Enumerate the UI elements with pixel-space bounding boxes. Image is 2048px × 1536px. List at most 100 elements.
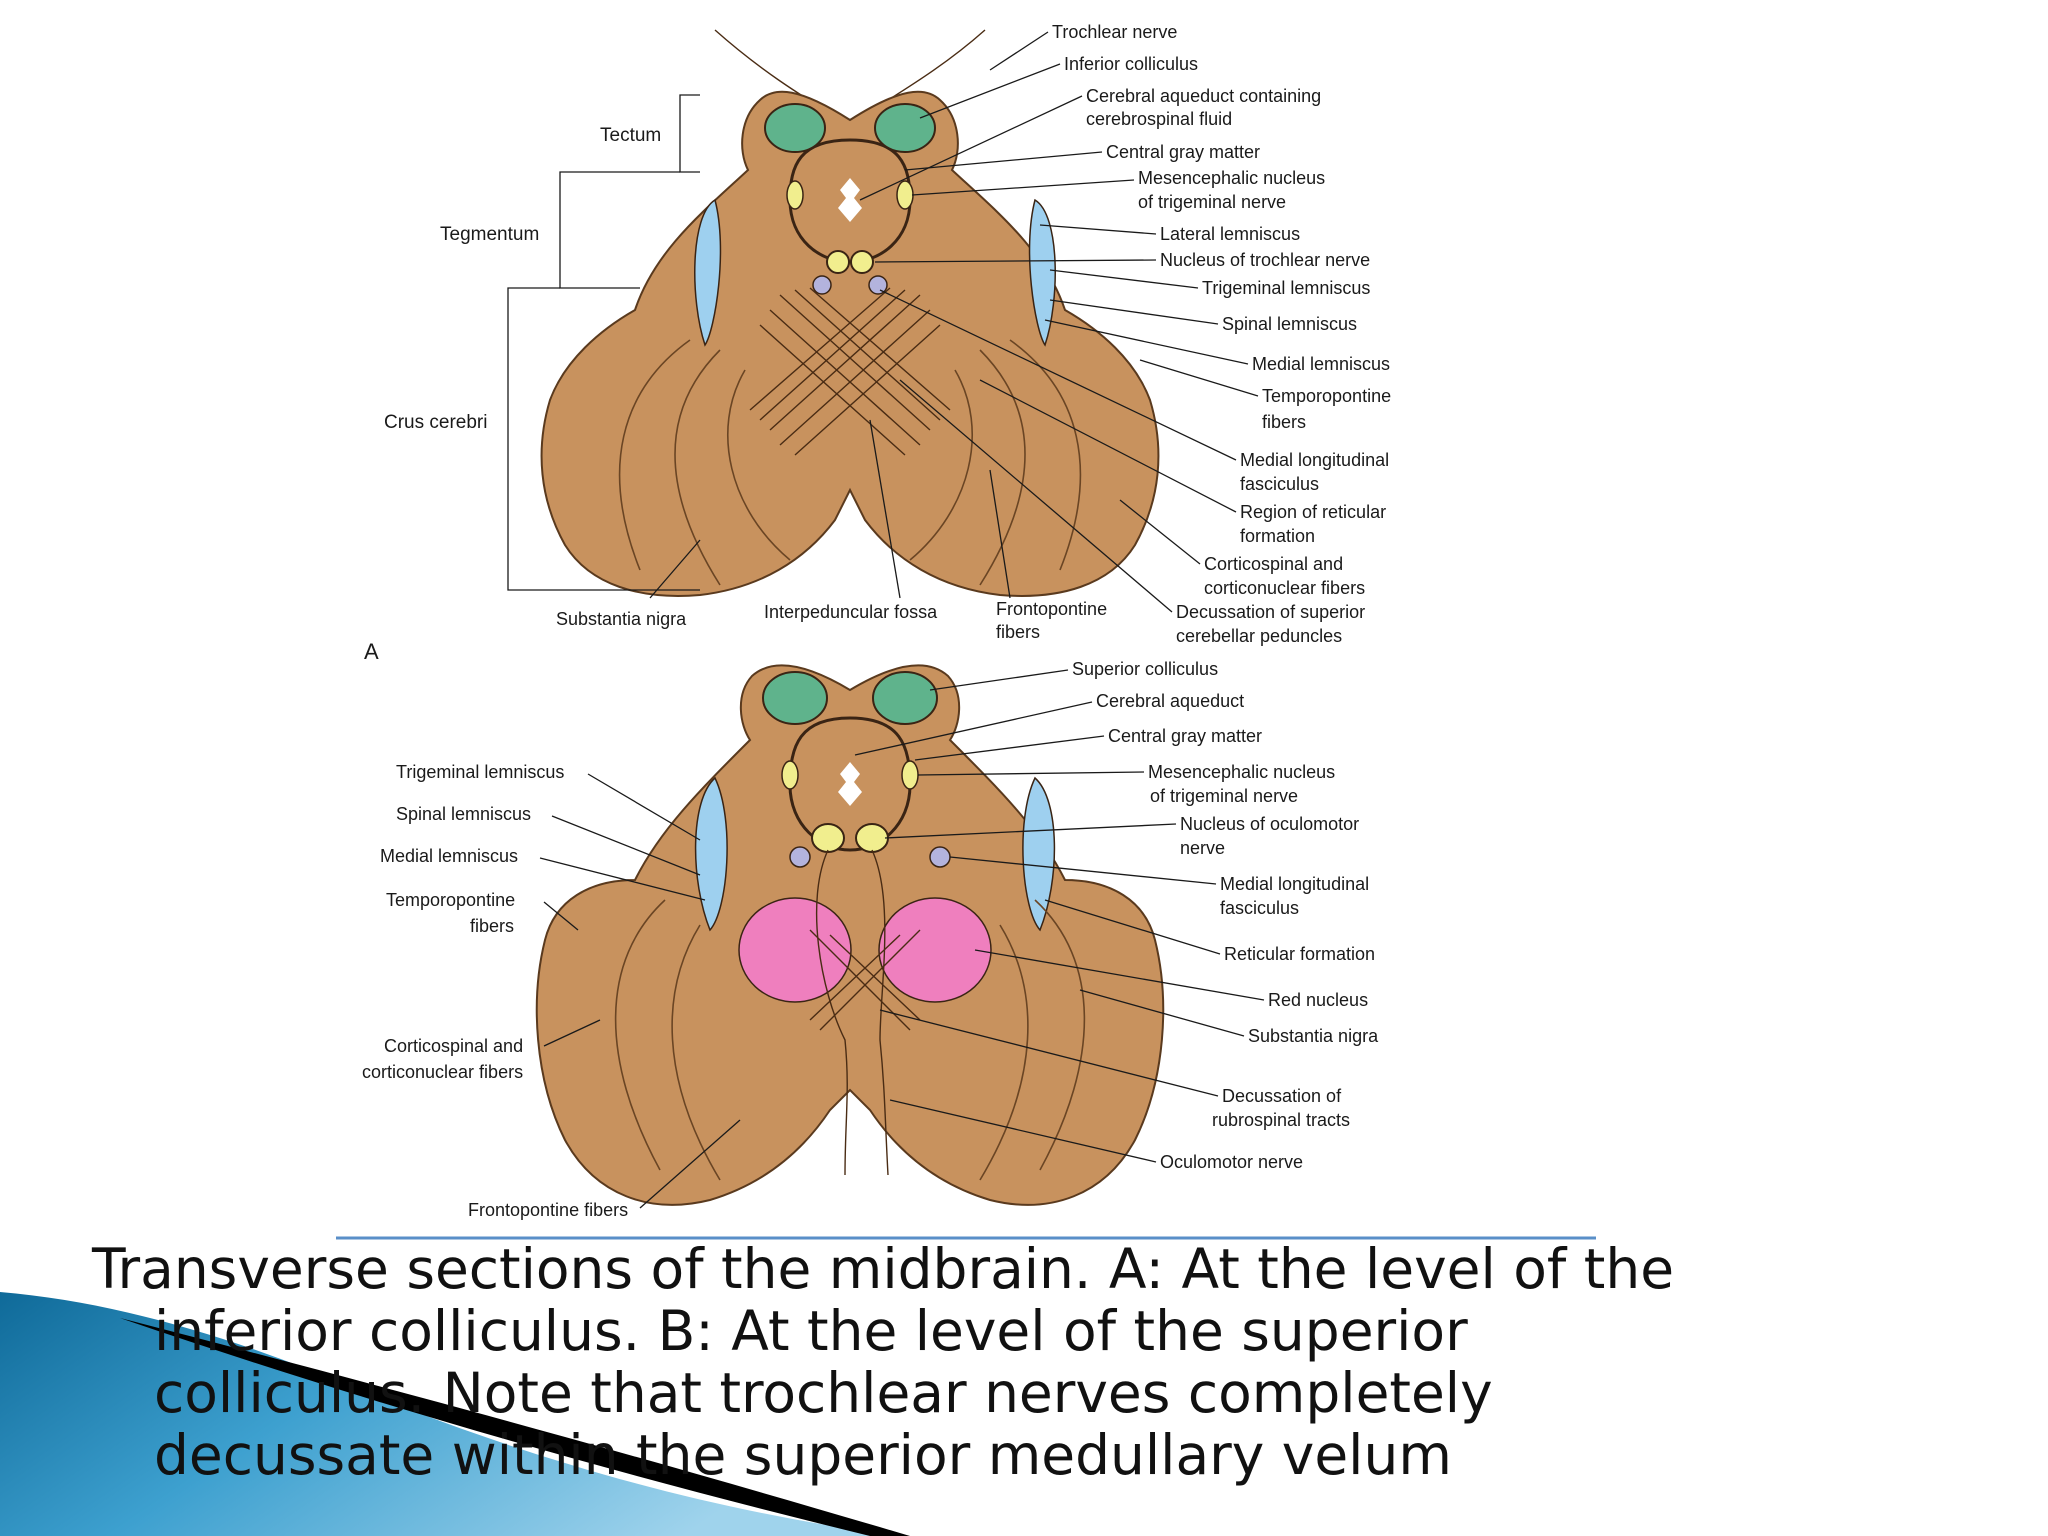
panel-b-left-leader-lines — [539, 773, 741, 1209]
label-b-decussation-1: Decussation of — [1222, 1086, 1342, 1106]
label-a-temporopontine-1: Temporopontine — [1262, 386, 1391, 406]
lemniscus-left-b — [694, 776, 728, 932]
caption-line-3: colliculus. Note that trochlear nerves c… — [154, 1361, 1493, 1425]
midbrain-section-a — [540, 90, 1160, 597]
label-b-cerebral-aqueduct: Cerebral aqueduct — [1096, 691, 1244, 711]
label-a-trigeminal-lemniscus: Trigeminal lemniscus — [1202, 278, 1370, 298]
label-a-reticular-1: Region of reticular — [1240, 502, 1386, 522]
label-b-medial-lemniscus: Medial lemniscus — [380, 846, 518, 866]
oculomotor-nucleus-right — [855, 823, 889, 853]
label-b-substantia-nigra: Substantia nigra — [1248, 1026, 1379, 1046]
oculomotor-nucleus-left — [811, 823, 845, 853]
label-b-corticospinal-1: Corticospinal and — [384, 1036, 523, 1056]
lemniscus-right-b — [1022, 776, 1056, 932]
mlf-left-b — [789, 846, 811, 868]
decussation-superior-cerebellar-peduncles — [749, 287, 951, 456]
label-tectum: Tectum — [600, 125, 661, 146]
caption-line-4: decussate within the superior medullary … — [154, 1423, 1452, 1487]
label-substantia-nigra-a: Substantia nigra — [556, 609, 687, 629]
label-b-reticular-formation: Reticular formation — [1224, 944, 1375, 964]
label-b-corticospinal-2: corticonuclear fibers — [362, 1062, 523, 1082]
caption-line-2: inferior colliculus. B: At the level of … — [154, 1299, 1468, 1363]
superior-colliculus-right — [872, 671, 938, 725]
label-a-corticospinal-1: Corticospinal and — [1204, 554, 1343, 574]
label-b-oculomotor-nerve: Oculomotor nerve — [1160, 1152, 1303, 1172]
cerebral-aqueduct-a — [838, 178, 862, 222]
label-b-frontopontine: Frontopontine fibers — [468, 1200, 628, 1220]
label-a-mlf-1: Medial longitudinal — [1240, 450, 1389, 470]
label-a-decussation-2: cerebellar peduncles — [1176, 626, 1342, 646]
label-b-spinal-lemniscus: Spinal lemniscus — [396, 804, 531, 824]
panel-b-diagram — [535, 664, 1165, 1206]
cerebral-aqueduct-b — [838, 762, 862, 806]
label-b-temporopontine-1: Temporopontine — [386, 890, 515, 910]
crus-cerebri-fibers-a — [618, 339, 1082, 586]
label-a-mesencephalic-1: Mesencephalic nucleus — [1138, 168, 1325, 188]
panel-b-left-labels: Trigeminal lemniscus Spinal lemniscus Me… — [362, 762, 628, 1220]
lemniscus-left-a — [694, 198, 722, 347]
label-tegmentum: Tegmentum — [440, 224, 539, 245]
mesencephalic-nucleus-left-b — [781, 760, 799, 790]
label-b-mlf-1: Medial longitudinal — [1220, 874, 1369, 894]
label-a-medial-lemniscus: Medial lemniscus — [1252, 354, 1390, 374]
label-a-aqueduct-2: cerebrospinal fluid — [1086, 109, 1232, 129]
label-crus-cerebri: Crus cerebri — [384, 412, 487, 433]
red-nucleus-right — [878, 897, 992, 1003]
mesencephalic-nucleus-left-a — [786, 180, 804, 210]
label-a-lateral-lemniscus: Lateral lemniscus — [1160, 224, 1300, 244]
mesencephalic-nucleus-right-a — [896, 180, 914, 210]
trochlear-nucleus-right — [850, 250, 874, 274]
label-b-temporopontine-2: fibers — [470, 916, 514, 936]
label-a-inferior-colliculus: Inferior colliculus — [1064, 54, 1198, 74]
trochlear-nucleus-left — [826, 250, 850, 274]
label-a-mlf-2: fasciculus — [1240, 474, 1319, 494]
panel-a-leader-lines — [859, 31, 1259, 613]
label-b-superior-colliculus: Superior colliculus — [1072, 659, 1218, 679]
mlf-right-b — [929, 846, 951, 868]
red-nucleus-left — [738, 897, 852, 1003]
label-a-trochlear-nerve: Trochlear nerve — [1052, 22, 1177, 42]
label-a-corticospinal-2: corticonuclear fibers — [1204, 578, 1365, 598]
label-a-temporopontine-2: fibers — [1262, 412, 1306, 432]
panel-a-letter: A — [364, 639, 379, 664]
label-b-central-gray: Central gray matter — [1108, 726, 1262, 746]
label-b-oculomotor-nucleus-2: nerve — [1180, 838, 1225, 858]
crus-cerebri-fibers-b — [614, 899, 1086, 1181]
label-frontopontine-a-2: fibers — [996, 622, 1040, 642]
label-b-trigeminal-lemniscus: Trigeminal lemniscus — [396, 762, 564, 782]
oculomotor-nerve-right — [871, 849, 889, 1176]
panel-a-right-labels: Trochlear nerve Inferior colliculus Cere… — [1052, 22, 1391, 646]
mlf-left-a — [812, 275, 832, 295]
corner-swoosh-decoration — [0, 1292, 910, 1536]
mlf-right-a — [868, 275, 888, 295]
lemniscus-right-a — [1028, 198, 1056, 347]
inferior-colliculus-left — [764, 103, 826, 153]
inferior-colliculus-right — [874, 103, 936, 153]
panel-a-brackets — [507, 94, 700, 591]
caption-line-1: Transverse sections of the midbrain. A: … — [92, 1237, 1675, 1301]
label-b-mesencephalic-2: of trigeminal nerve — [1150, 786, 1298, 806]
label-b-decussation-2: rubrospinal tracts — [1212, 1110, 1350, 1130]
rubrospinal-decussation — [809, 929, 921, 1031]
label-a-reticular-2: formation — [1240, 526, 1315, 546]
label-interpeduncular-fossa: Interpeduncular fossa — [764, 602, 938, 622]
label-a-mesencephalic-2: of trigeminal nerve — [1138, 192, 1286, 212]
label-a-central-gray: Central gray matter — [1106, 142, 1260, 162]
slide-caption: Transverse sections of the midbrain. A: … — [92, 1238, 1992, 1486]
label-a-trochlear-nucleus: Nucleus of trochlear nerve — [1160, 250, 1370, 270]
label-frontopontine-a-1: Frontopontine — [996, 599, 1107, 619]
mesencephalic-nucleus-right-b — [901, 760, 919, 790]
label-a-decussation-1: Decussation of superior — [1176, 602, 1365, 622]
oculomotor-nerve-left — [815, 849, 848, 1176]
label-a-aqueduct-1: Cerebral aqueduct containing — [1086, 86, 1321, 106]
superior-colliculus-left — [762, 671, 828, 725]
label-b-red-nucleus: Red nucleus — [1268, 990, 1368, 1010]
label-b-mlf-2: fasciculus — [1220, 898, 1299, 918]
panel-b-right-leader-lines — [854, 669, 1265, 1163]
panel-a-diagram — [507, 29, 1160, 597]
label-b-oculomotor-nucleus-1: Nucleus of oculomotor — [1180, 814, 1359, 834]
panel-b-right-labels: Superior colliculus Cerebral aqueduct Ce… — [1072, 659, 1379, 1172]
label-b-mesencephalic-1: Mesencephalic nucleus — [1148, 762, 1335, 782]
label-a-spinal-lemniscus: Spinal lemniscus — [1222, 314, 1357, 334]
